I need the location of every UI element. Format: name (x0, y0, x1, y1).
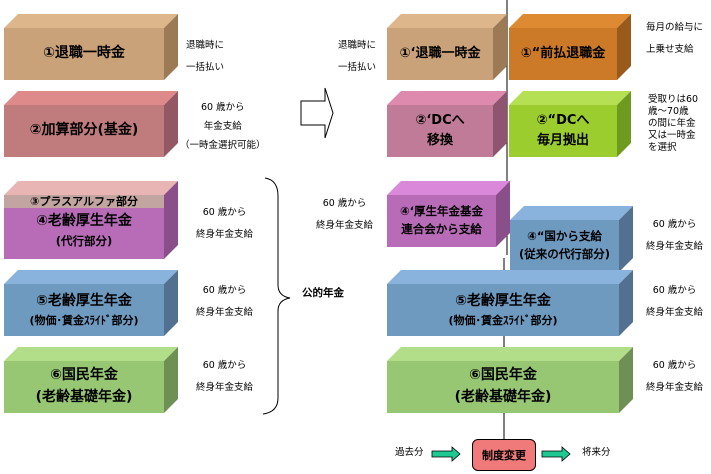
box-label-line2: 連合会から支給 (401, 222, 482, 236)
right-dc-transfer-box: ②‘DCへ 移換 (387, 91, 507, 157)
box-label: ②加算部分(基金) (29, 122, 139, 139)
public-pension-label: 公的年金 (302, 287, 344, 299)
transition-arrow-icon (300, 87, 334, 139)
left-box5-note: 60 歳から 終身年金支給 (196, 285, 254, 318)
box-label-line1: ⑤老齢厚生年金 (455, 292, 551, 309)
right-dc-monthly-box: ②“DCへ 毎月拠出 (509, 91, 631, 157)
right-box1b-note: 毎月の給与に 上乗せ支給 (646, 22, 704, 55)
box-label-line2: (物価･賃金ｽﾗｲﾄﾞ部分) (448, 314, 558, 328)
box-label-line2: 毎月拠出 (536, 133, 589, 148)
box-label-line1: ②“DCへ (536, 112, 590, 128)
brace-icon (262, 177, 291, 415)
box-label-line1: ④‘厚生年金基金 (399, 204, 484, 219)
box-label: ①退職一時金 (43, 45, 125, 62)
right-fund-association-box: ④‘厚生年金基金 連合会から支給 (387, 181, 510, 247)
right-box6-note: 60 歳から 終身年金支給 (646, 360, 704, 393)
box-label-line1: ⑤老齢厚生年金 (36, 292, 132, 309)
past-arrow-icon (431, 446, 461, 462)
plus-alpha-band: ③プラスアルファ部分 (4, 195, 164, 208)
right-box4b-note: 60 歳から 終身年金支給 (646, 219, 704, 252)
right-prepaid-retirement-box: ①“前払退職金 (509, 14, 631, 80)
right-state-payment-box: ④“国から支給 (従来の代行部分) (510, 206, 633, 272)
future-arrow-icon (541, 446, 571, 462)
box-label-line1: ⑥国民年金 (469, 367, 537, 384)
system-change-label: 制度変更 (482, 449, 526, 462)
right-retirement-lump-sum-box: ①‘退職一時金 (387, 14, 507, 80)
right-employee-pension-box: ⑤老齢厚生年金 (物価･賃金ｽﾗｲﾄﾞ部分) (387, 270, 633, 336)
left-box6-note: 60 歳から 終身年金支給 (196, 360, 254, 393)
box-label-line2: 移換 (426, 133, 453, 148)
box-label: ①‘退職一時金 (399, 45, 481, 61)
system-change-box: 制度変更 (472, 439, 536, 471)
box-label-line1: ②‘DCへ (415, 112, 465, 128)
left-box1-note: 退職時に 一括払い (186, 40, 225, 73)
right-box5-note: 60 歳から 終身年金支給 (646, 285, 704, 318)
right-box4a-note: 60 歳から 終身年金支給 (316, 198, 374, 231)
right-national-pension-box: ⑥国民年金 (老齢基礎年金) (387, 347, 633, 413)
box-label-line1: ④老齢厚生年金 (36, 213, 132, 229)
future-label: 将来分 (582, 447, 611, 458)
past-label: 過去分 (395, 447, 424, 458)
left-retirement-lump-sum-box: ①退職一時金 (4, 14, 178, 80)
left-plus-alpha-and-substitute-box: ③プラスアルファ部分 ④老齢厚生年金 (代行部分) (4, 181, 178, 259)
box-label-line2: (老齢基礎年金) (35, 389, 133, 405)
box-label-line2: (従来の代行部分) (518, 247, 610, 261)
box-label-line2: (老齢基礎年金) (454, 389, 552, 405)
box-label-line1: ④“国から支給 (527, 229, 602, 244)
box-label-line1: ⑥国民年金 (50, 367, 118, 384)
left-additional-fund-box: ②加算部分(基金) (4, 91, 178, 157)
right-box2b-note: 受取りは60 歳～70歳 の間に年金 又は一時金 を選択 (648, 94, 699, 153)
left-employee-pension-box: ⑤老齢厚生年金 (物価･賃金ｽﾗｲﾄﾞ部分) (4, 270, 178, 336)
left-box2-note: 60 歳から 年金支給 （一時金選択可能） (180, 102, 266, 151)
box-label-line2: (物価･賃金ｽﾗｲﾄﾞ部分) (29, 314, 139, 328)
box-label: ①“前払退職金 (520, 45, 606, 61)
left-national-pension-box: ⑥国民年金 (老齢基礎年金) (4, 347, 178, 413)
left-box4-note: 60 歳から 終身年金支給 (196, 207, 254, 240)
box-label-line2: (代行部分) (55, 234, 113, 248)
right-box1a-note: 退職時に 一括払い (338, 40, 377, 73)
